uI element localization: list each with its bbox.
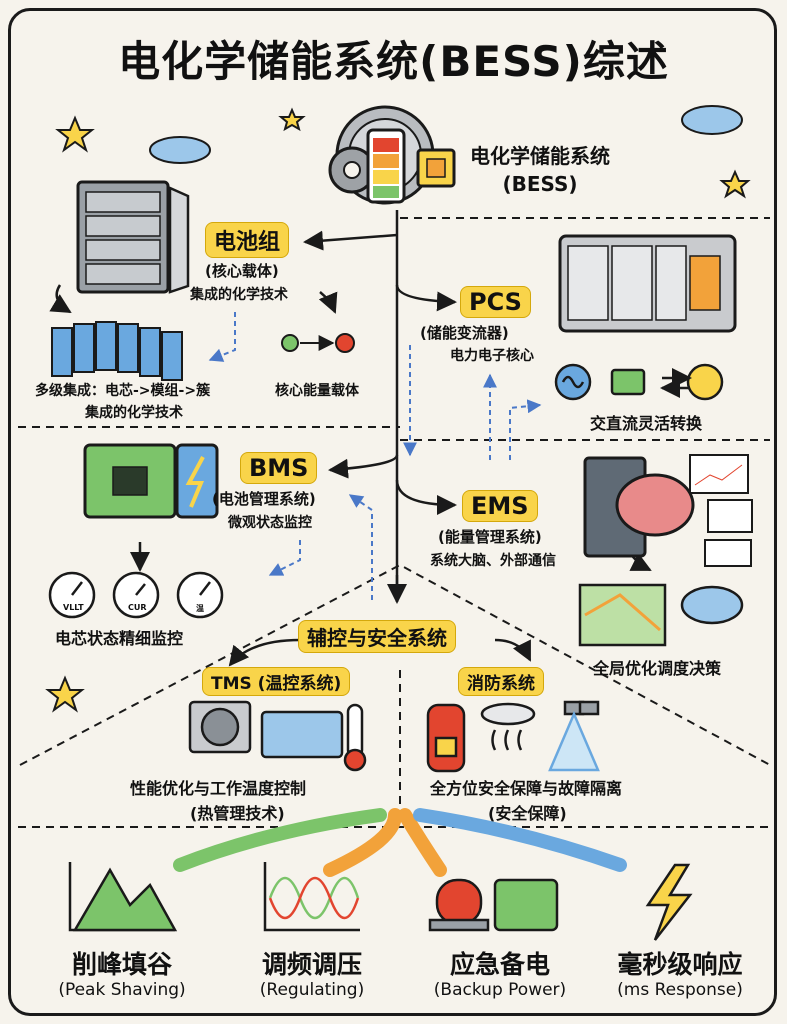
app-sub-regulating: (Regulating) — [259, 980, 365, 1000]
fire-title: 消防系统 — [458, 667, 544, 696]
outer-frame — [8, 8, 777, 1016]
battery-title: 电池组 — [205, 222, 290, 258]
app-sub-backup-power: (Backup Power) — [433, 980, 567, 1000]
ems-sub1: (能量管理系统) — [438, 528, 542, 546]
gauge-label-2: CUR — [128, 603, 147, 612]
app-main-ms-response: 毫秒级响应 — [617, 950, 743, 979]
hub-label-line1: 电化学储能系统 — [470, 144, 610, 168]
battery-cells-icon — [51, 321, 183, 381]
battery-sub2: 集成的化学技术 — [190, 287, 288, 303]
battery-desc2: 集成的化学技术 — [85, 405, 183, 421]
ems-title: EMS — [462, 490, 538, 522]
regulating-icon — [263, 862, 360, 932]
tms-cooling-icon — [188, 700, 367, 772]
pcs-sub2: 电力电子核心 — [450, 348, 534, 364]
fire-desc2: (安全保障) — [488, 804, 567, 823]
ems-sub2: 系统大脑、外部通信 — [430, 553, 556, 569]
page-title: 电化学储能系统(BESS)综述 — [118, 37, 669, 86]
battery-sub1: (核心载体) — [205, 262, 279, 280]
bms-sub1: (电池管理系统) — [212, 490, 316, 508]
fire-desc1: 全方位安全保障与故障隔离 — [430, 779, 623, 798]
app-main-peak-shaving: 削峰填谷 — [71, 950, 172, 979]
bms-title: BMS — [240, 452, 318, 484]
ems-server-brain-icon — [583, 454, 753, 567]
bms-board-icon — [83, 443, 219, 519]
gauge-label-1: VLLT — [63, 603, 84, 612]
peak-shaving-icon — [68, 862, 178, 932]
battery-rack-icon — [76, 180, 190, 294]
tms-desc2: (热管理技术) — [190, 804, 285, 823]
tms-desc1: 性能优化与工作温度控制 — [130, 779, 307, 798]
battery-desc3: 核心能量载体 — [275, 383, 359, 399]
bms-sub2: 微观状态监控 — [228, 515, 312, 531]
application-arrows — [173, 808, 627, 877]
hub-label-line2: (BESS) — [502, 172, 578, 196]
hub-label: 电化学储能系统 (BESS) — [470, 142, 610, 198]
hub-gear-icon — [328, 105, 456, 205]
pcs-sub1: (储能变流器) — [420, 324, 509, 342]
gauges-icon — [48, 571, 224, 619]
backup-power-icon — [428, 878, 559, 932]
app-sub-ms-response: (ms Response) — [617, 980, 743, 1000]
acdc-symbols — [554, 363, 724, 401]
fire-safety-icon — [426, 700, 600, 773]
app-sub-peak-shaving: (Peak Shaving) — [58, 980, 186, 1000]
aux-title: 辅控与安全系统 — [298, 620, 456, 653]
app-main-regulating: 调频调压 — [261, 950, 362, 979]
molecule-icon — [281, 333, 355, 353]
decorations — [45, 105, 751, 713]
ems-desc: 全局优化调度决策 — [593, 659, 722, 678]
pcs-inverter-icon — [558, 234, 737, 333]
map-cloud-icon — [578, 583, 744, 647]
bms-desc: 电芯状态精细监控 — [55, 629, 184, 648]
pcs-desc: 交直流灵活转换 — [590, 414, 703, 433]
pcs-title: PCS — [460, 286, 531, 318]
tms-title: TMS (温控系统) — [202, 667, 351, 696]
battery-desc1: 多级集成：电芯->模组->簇 — [35, 383, 211, 399]
gauge-label-3: 温 — [196, 604, 204, 613]
app-main-backup-power: 应急备电 — [449, 950, 550, 979]
lightning-icon — [645, 863, 693, 941]
section-dividers — [18, 217, 771, 828]
